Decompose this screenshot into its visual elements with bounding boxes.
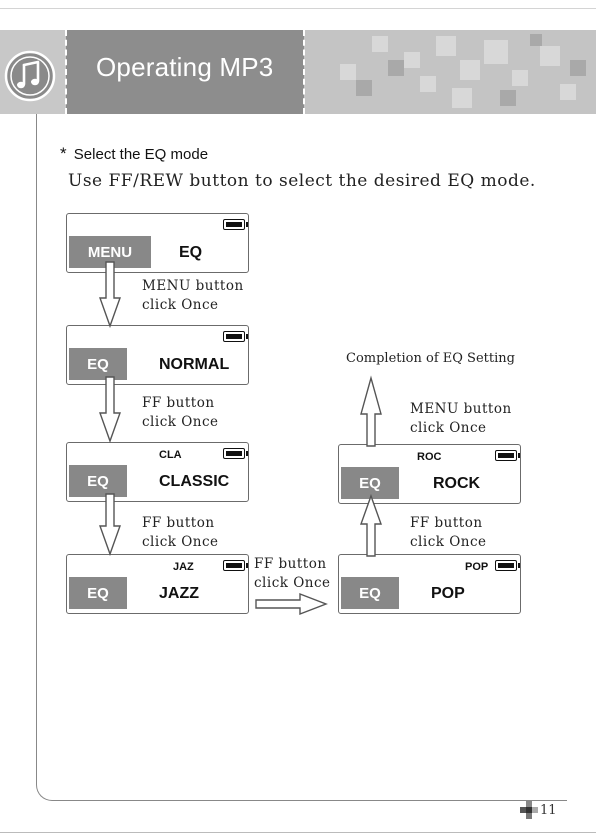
- arrow-down-2: [99, 376, 121, 444]
- caption-line-2: click Once: [142, 534, 219, 550]
- lcd-tag: EQ: [69, 465, 127, 497]
- top-rule: [0, 8, 596, 9]
- caption-line-1: FF button: [410, 515, 483, 531]
- caption-line-2: click Once: [142, 297, 219, 313]
- lcd-jazz-screen: JAZ EQ JAZZ: [66, 554, 249, 614]
- page-number: 11: [540, 803, 557, 818]
- step-caption-ff-4: FF button click Once: [410, 514, 487, 552]
- arrow-up-2: [360, 375, 382, 447]
- heading-text: Select the EQ mode: [73, 146, 209, 163]
- banner-mosaic-panel: [304, 30, 596, 114]
- page-corner-mark: [520, 801, 538, 819]
- lcd-normal-screen: EQ NORMAL: [66, 325, 249, 385]
- battery-icon: [223, 331, 248, 342]
- lcd-value: POP: [431, 585, 465, 602]
- caption-line-1: FF button: [142, 395, 215, 411]
- battery-icon: [495, 450, 520, 461]
- completion-label: Completion of EQ Setting: [346, 351, 515, 366]
- lcd-indicator: POP: [465, 561, 489, 573]
- lcd-rock-screen: ROC EQ ROCK: [338, 444, 521, 504]
- lcd-tag: EQ: [69, 348, 127, 380]
- battery-icon: [495, 560, 520, 571]
- arrow-down-3: [99, 493, 121, 557]
- instruction-text: Use FF/REW button to select the desired …: [68, 171, 536, 191]
- arrow-right: [255, 592, 328, 616]
- heading-marker: *: [60, 144, 67, 163]
- lcd-menu-screen: MENU EQ: [66, 213, 249, 273]
- section-heading: * Select the EQ mode: [60, 144, 208, 164]
- lcd-indicator: JAZ: [173, 561, 194, 573]
- lcd-indicator: CLA: [159, 449, 182, 461]
- caption-line-2: click Once: [410, 534, 487, 550]
- content-frame: [36, 114, 567, 801]
- lcd-value: CLASSIC: [159, 473, 230, 490]
- lcd-value: NORMAL: [159, 356, 230, 373]
- header-banner: Operating MP3: [0, 30, 596, 114]
- lcd-value: EQ: [179, 244, 203, 261]
- banner-divider-left: [65, 30, 67, 114]
- lcd-indicator: ROC: [417, 451, 442, 463]
- caption-line-1: FF button: [254, 556, 327, 572]
- bottom-rule: [0, 832, 596, 833]
- lcd-value: ROCK: [433, 475, 481, 492]
- battery-icon: [223, 219, 248, 230]
- caption-line-2: click Once: [142, 414, 219, 430]
- lcd-tag: EQ: [341, 467, 399, 499]
- step-caption-menu: MENU button click Once: [142, 277, 244, 315]
- banner-title-panel: [66, 30, 304, 114]
- music-note-icon: [4, 50, 56, 102]
- lcd-pop-screen: POP EQ POP: [338, 554, 521, 614]
- step-caption-ff-1: FF button click Once: [142, 394, 219, 432]
- battery-icon: [223, 448, 248, 459]
- caption-line-1: MENU button: [142, 278, 244, 294]
- banner-divider-right: [303, 30, 305, 114]
- step-caption-ff-3: FF button click Once: [254, 555, 331, 593]
- step-caption-menu-final: MENU button click Once: [410, 400, 512, 438]
- step-caption-ff-2: FF button click Once: [142, 514, 219, 552]
- caption-line-1: MENU button: [410, 401, 512, 417]
- lcd-tag: EQ: [69, 577, 127, 609]
- lcd-tag: EQ: [341, 577, 399, 609]
- page-title: Operating MP3: [96, 52, 274, 82]
- lcd-classic-screen: CLA EQ CLASSIC: [66, 442, 249, 502]
- caption-line-1: FF button: [142, 515, 215, 531]
- arrow-up-1: [360, 493, 382, 557]
- caption-line-2: click Once: [254, 575, 331, 591]
- banner-mosaic: [340, 34, 586, 108]
- battery-icon: [223, 560, 248, 571]
- lcd-value: JAZZ: [159, 585, 199, 602]
- arrow-down-1: [99, 261, 121, 329]
- caption-line-2: click Once: [410, 420, 487, 436]
